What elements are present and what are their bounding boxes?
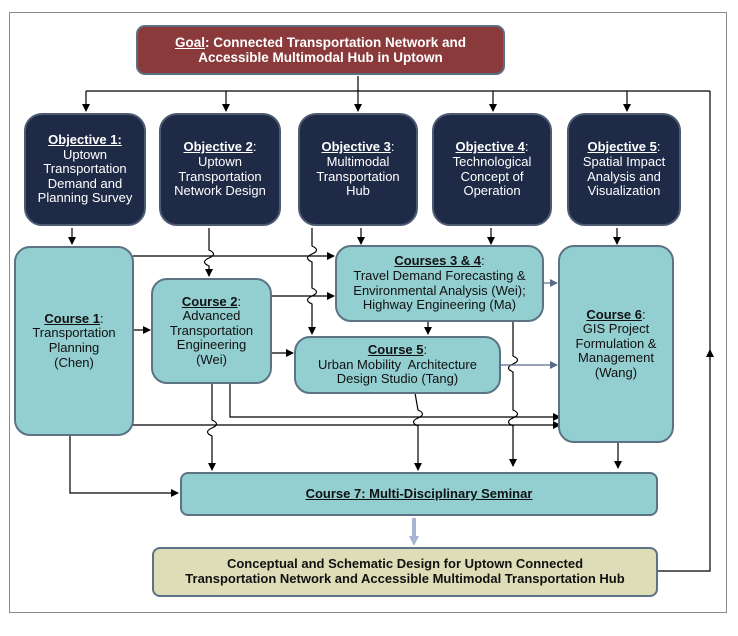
objective-4-line: Technological	[452, 153, 532, 169]
objective-1-line: Demand and	[47, 175, 123, 191]
course-2-title: Course 2	[181, 293, 238, 309]
objective-5-colon: :	[656, 139, 661, 155]
objective-1: Objective 1: Uptown Transportation Deman…	[24, 113, 146, 226]
objective-1-line: Planning Survey	[37, 190, 133, 206]
course-5-colon: :	[423, 342, 428, 358]
course-5-line: Urban Mobility Architecture	[318, 356, 477, 372]
course-3-4-line: Highway Engineering (Ma)	[362, 297, 517, 313]
objective-5-line: Analysis and	[587, 168, 661, 184]
course-6-line: GIS Project	[582, 321, 650, 337]
objective-5-line: Visualization	[587, 183, 661, 199]
c34-to-c7	[507, 321, 519, 467]
final-outcome-box: Conceptual and Schematic Design for Upto…	[152, 547, 658, 597]
objective-1-title: Objective 1:	[48, 132, 122, 148]
c2-to-c6	[229, 384, 561, 421]
course-6-line: (Wang)	[594, 364, 638, 380]
course-6-title: Course 6	[586, 306, 642, 322]
obj3-to-c5	[306, 228, 318, 335]
course-3-4-colon: :	[481, 253, 485, 269]
objective-3: Objective 3: Multimodal Transportation H…	[298, 113, 418, 226]
objective-2-line: Network Design	[174, 183, 266, 199]
course-1: Course 1: Transportation Planning (Chen)	[14, 246, 134, 436]
objective-4-title: Objective 4	[455, 139, 525, 155]
objective-2-line: Uptown	[197, 153, 243, 169]
course-3-4-line: Travel Demand Forecasting &	[353, 267, 526, 283]
objective-3-line: Transportation	[316, 168, 400, 184]
objective-2: Objective 2: Uptown Transportation Netwo…	[159, 113, 281, 226]
course-7: Course 7: Multi-Disciplinary Seminar	[180, 472, 658, 516]
course-5-line: Design Studio (Tang)	[336, 371, 459, 387]
course-2: Course 2: Advanced Transportation Engine…	[151, 278, 272, 384]
objective-2-title: Objective 2	[183, 139, 253, 155]
course-3-4: Courses 3 & 4: Travel Demand Forecasting…	[335, 245, 544, 322]
objective-3-line: Multimodal	[326, 153, 390, 169]
c2-to-c7	[206, 384, 218, 471]
diagram-frame	[9, 12, 727, 613]
goal-text-2: Accessible Multimodal Hub in Uptown	[198, 50, 443, 65]
objective-1-line: Uptown	[62, 146, 108, 162]
course-7-title: Course 7: Multi-Disciplinary Seminar	[305, 485, 533, 501]
arrow-obj2-c2	[203, 228, 215, 277]
objective-4: Objective 4: Technological Concept of Op…	[432, 113, 552, 226]
course-1-line: Planning	[48, 340, 100, 355]
course-1-colon: :	[100, 310, 104, 326]
course-2-colon: :	[237, 293, 242, 309]
goal-box: Goal: Connected Transportation Network a…	[136, 25, 505, 75]
course-5-title: Course 5	[367, 342, 424, 358]
down-arrow-icon	[409, 518, 419, 546]
feedback-line	[658, 91, 711, 572]
objective-1-line: Transportation	[43, 161, 127, 177]
course-1-title: Course 1	[44, 310, 100, 326]
course-3-4-title: Courses 3 & 4	[394, 253, 482, 269]
course-1-line: Transportation	[32, 325, 116, 341]
final-line-2: Transportation Network and Accessible Mu…	[185, 571, 625, 586]
objective-4-colon: :	[524, 139, 529, 155]
objective-5-title: Objective 5	[587, 139, 657, 155]
objective-5-line: Spatial Impact	[582, 153, 666, 169]
goal-label: Goal	[174, 34, 205, 50]
objective-3-colon: :	[390, 139, 395, 155]
course-1-line: (Chen)	[54, 354, 94, 370]
c1-to-c7	[69, 434, 179, 497]
course-2-line: Advanced	[182, 308, 241, 324]
objective-2-colon: :	[252, 139, 257, 155]
objective-4-line: Operation	[463, 183, 521, 199]
c5-to-c7	[412, 392, 424, 471]
course-6-line: Management	[578, 350, 654, 366]
objective-3-title: Objective 3	[321, 139, 391, 155]
objective-4-line: Concept of	[460, 168, 524, 184]
course-2-line: Engineering	[176, 337, 247, 353]
goal-text-1: : Connected Transportation Network and	[204, 34, 467, 50]
objective-5: Objective 5: Spatial Impact Analysis and…	[567, 113, 681, 226]
course-2-line: (Wei)	[196, 351, 227, 367]
objective-3-line: Hub	[346, 183, 370, 199]
course-6-colon: :	[642, 306, 646, 322]
final-line-1: Conceptual and Schematic Design for Upto…	[226, 556, 584, 572]
course-2-line: Transportation	[169, 322, 254, 338]
course-3-4-line: Environmental Analysis (Wei);	[353, 282, 526, 298]
course-5: Course 5: Urban Mobility Architecture De…	[294, 336, 501, 394]
course-6-line: Formulation &	[575, 335, 657, 351]
course-6: Course 6: GIS Project Formulation & Mana…	[558, 245, 674, 443]
objective-2-line: Transportation	[178, 168, 262, 184]
